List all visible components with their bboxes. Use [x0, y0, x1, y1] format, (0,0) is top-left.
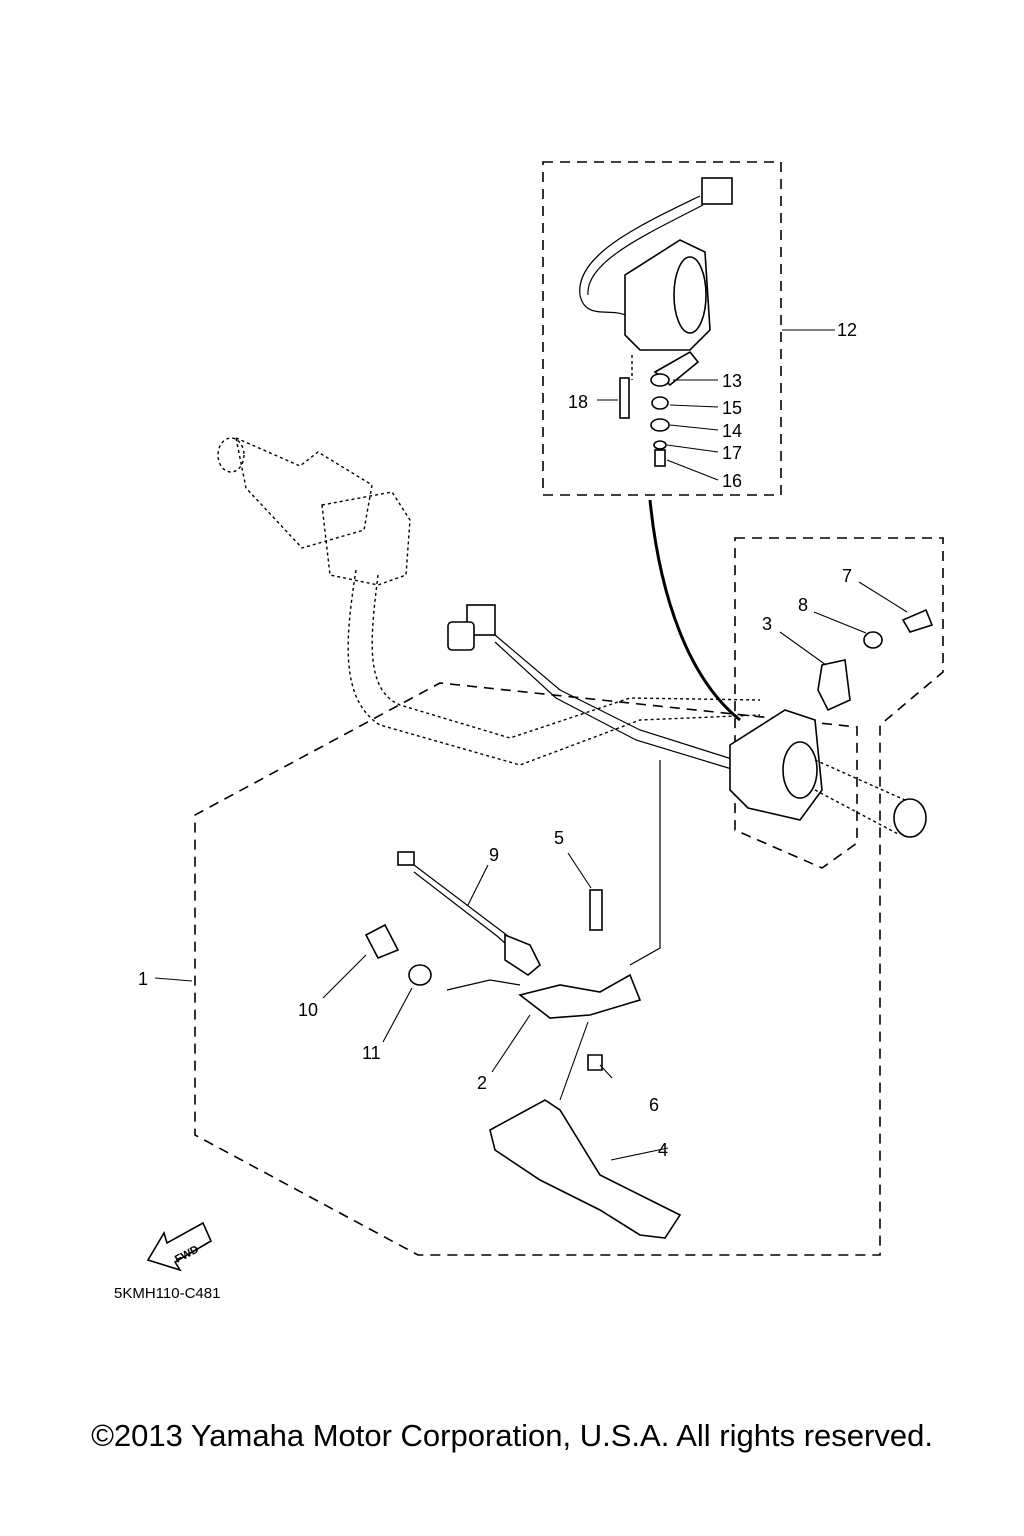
wire-harness	[447, 604, 736, 771]
callout-12: 12	[837, 320, 857, 340]
callout-11: 11	[362, 1043, 381, 1063]
callout-14: 14	[722, 421, 742, 441]
callout-labels: 1 2 3 4 5 6 7 8 9 10 11 12 13 14 15 16 1…	[138, 320, 857, 1160]
callout-3: 3	[762, 614, 772, 634]
right-handlebar-switch	[648, 499, 927, 838]
callout-17: 17	[722, 443, 742, 463]
callout-2: 2	[477, 1073, 487, 1093]
handlebar-left-grip	[217, 436, 761, 766]
switch-assembly	[579, 177, 733, 467]
switch-assembly-group-box	[542, 161, 782, 496]
copyright-notice: ©2013 Yamaha Motor Corporation, U.S.A. A…	[91, 1418, 933, 1453]
clamp-parts	[817, 608, 934, 712]
callout-9: 9	[489, 845, 499, 865]
callout-1: 1	[138, 969, 148, 989]
callout-10: 10	[298, 1000, 318, 1020]
callout-7: 7	[842, 566, 852, 586]
callout-13: 13	[722, 371, 742, 391]
callout-16: 16	[722, 471, 742, 491]
callout-5: 5	[554, 828, 564, 848]
lever-bracket	[364, 760, 682, 1239]
callout-15: 15	[722, 398, 742, 418]
leader-lines	[154, 329, 908, 1161]
callout-8: 8	[798, 595, 808, 615]
callout-4: 4	[658, 1140, 668, 1160]
callout-6: 6	[649, 1095, 659, 1115]
clamp-group-box	[194, 537, 944, 1256]
fwd-arrow-icon: FWD	[146, 1221, 213, 1272]
callout-18: 18	[568, 392, 588, 412]
drawing-code: 5KMH110-C481	[114, 1285, 220, 1302]
parts-diagram: 1 2 3 4 5 6 7 8 9 10 11 12 13 14 15 16 1…	[114, 161, 944, 1302]
